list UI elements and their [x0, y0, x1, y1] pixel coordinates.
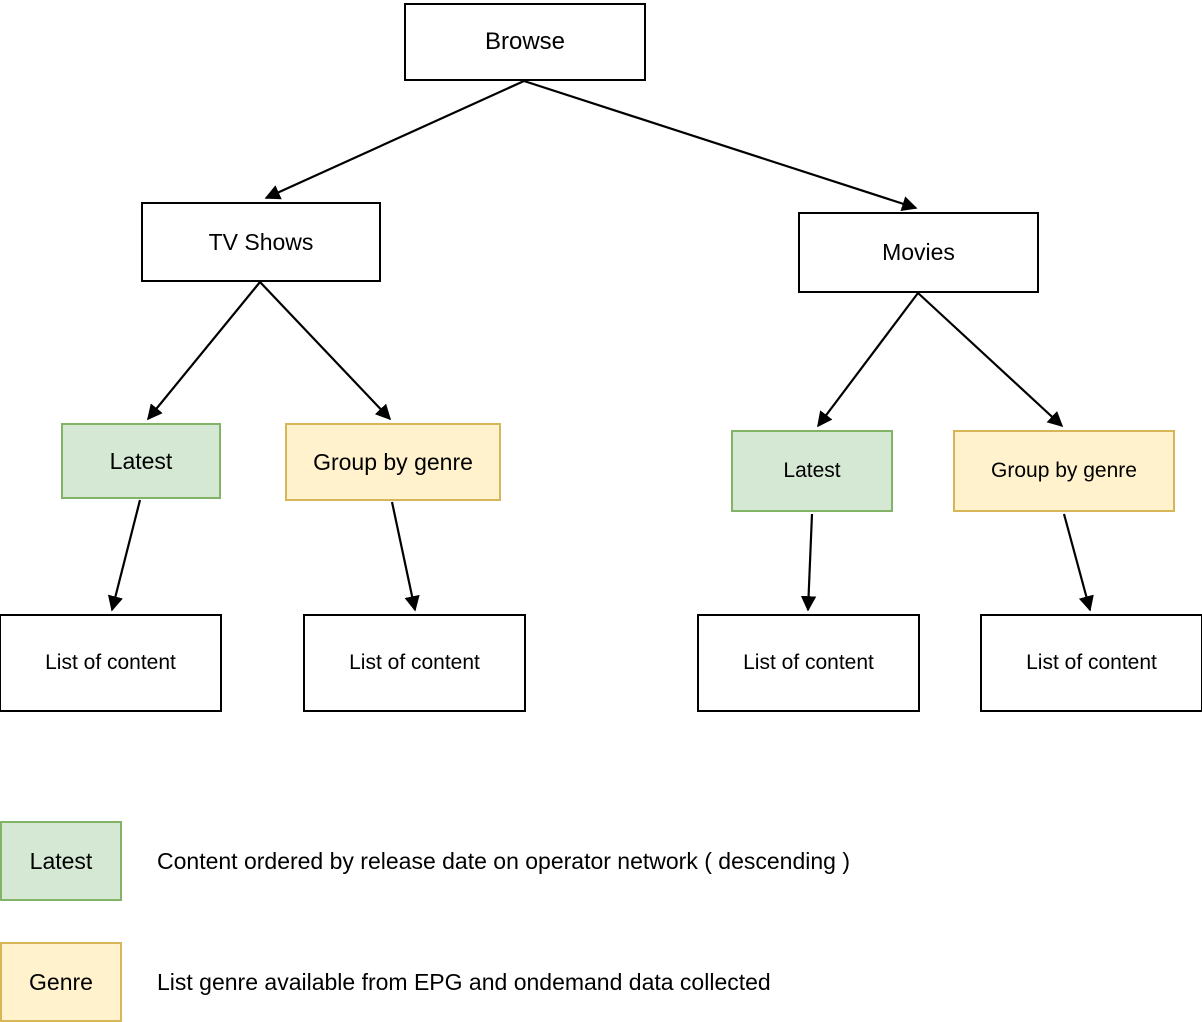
node-browse-label: Browse	[484, 28, 566, 56]
legend-description-genre: List genre available from EPG and ondema…	[157, 968, 771, 995]
edge-tv-genre-to-list	[390, 501, 420, 612]
legend-swatch-genre: Genre	[0, 942, 122, 1022]
node-tv-group-by-genre-label: Group by genre	[313, 448, 473, 475]
edge-movies-to-latest	[817, 292, 919, 428]
edge-movies-latest-to-list	[800, 513, 817, 612]
legend-row-genre: Genre List genre available from EPG and …	[0, 942, 771, 1022]
node-list-of-content-movies-latest[interactable]: List of content	[697, 614, 920, 712]
node-tv-latest-label: Latest	[109, 447, 173, 474]
node-tv-group-by-genre[interactable]: Group by genre	[285, 423, 501, 501]
edge-movies-genre-to-list	[1062, 513, 1094, 612]
legend-swatch-latest-label: Latest	[29, 847, 93, 874]
edge-tv-shows-to-genre	[259, 281, 392, 421]
node-movies-label: Movies	[882, 239, 955, 266]
legend-swatch-genre-label: Genre	[29, 968, 93, 995]
node-tv-latest[interactable]: Latest	[61, 423, 221, 499]
legend-swatch-latest: Latest	[0, 821, 122, 901]
legend-description-latest: Content ordered by release date on opera…	[157, 847, 850, 874]
node-movies-group-by-genre[interactable]: Group by genre	[953, 430, 1175, 512]
node-list-of-content-tv-genre-label: List of content	[349, 650, 480, 674]
node-list-of-content-movies-genre-label: List of content	[1026, 650, 1157, 674]
edge-tv-shows-to-latest	[147, 281, 261, 421]
node-tv-shows-label: TV Shows	[208, 228, 314, 255]
node-list-of-content-movies-genre[interactable]: List of content	[980, 614, 1202, 712]
node-list-of-content-tv-latest[interactable]: List of content	[0, 614, 222, 712]
node-list-of-content-movies-latest-label: List of content	[743, 650, 874, 674]
node-list-of-content-tv-genre[interactable]: List of content	[303, 614, 526, 712]
node-movies-latest[interactable]: Latest	[731, 430, 893, 512]
edge-browse-to-movies	[523, 79, 918, 212]
edge-movies-to-genre	[917, 292, 1064, 428]
node-movies[interactable]: Movies	[798, 212, 1039, 293]
node-tv-shows[interactable]: TV Shows	[141, 202, 381, 282]
node-browse[interactable]: Browse	[404, 3, 646, 81]
edge-browse-to-tv-shows	[264, 79, 525, 200]
edge-tv-latest-to-list	[107, 499, 142, 612]
legend-row-latest: Latest Content ordered by release date o…	[0, 821, 850, 901]
node-list-of-content-tv-latest-label: List of content	[45, 650, 176, 674]
node-movies-group-by-genre-label: Group by genre	[991, 458, 1137, 482]
node-movies-latest-label: Latest	[783, 458, 841, 482]
